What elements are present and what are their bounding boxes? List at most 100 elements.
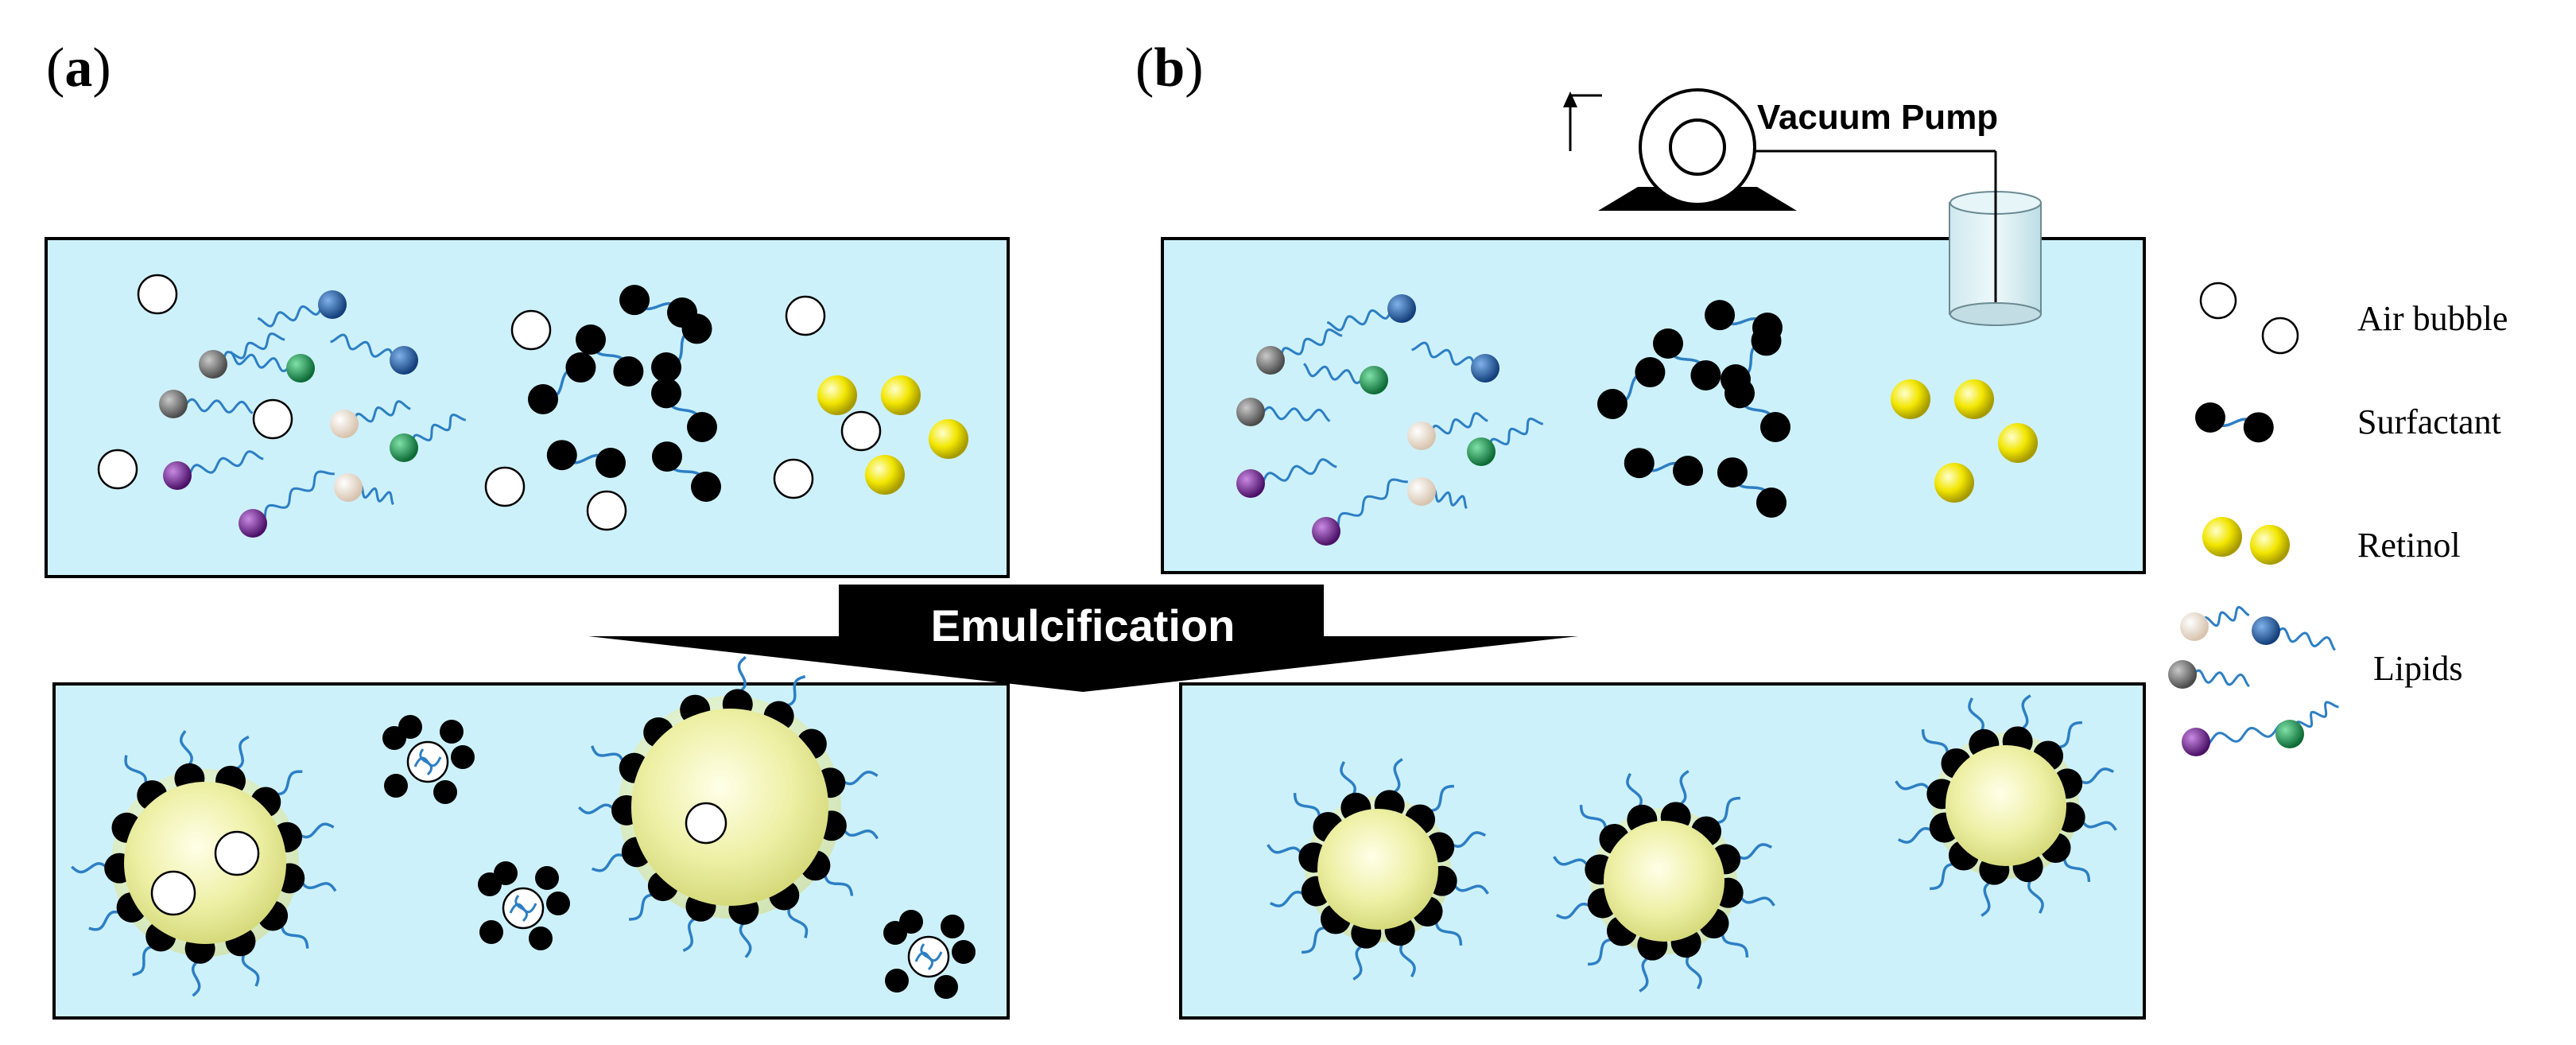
empty-micelle — [478, 861, 570, 950]
surfactant-head — [528, 384, 558, 414]
surfactant-tail — [1587, 938, 1616, 966]
air-bubble — [2261, 317, 2299, 355]
surfactant-tail — [1399, 940, 1416, 978]
panel-label-a: (a) — [46, 37, 111, 99]
surfactant-tail — [1352, 942, 1365, 981]
surfactant-tail — [2027, 876, 2044, 915]
surfactant-tail — [280, 922, 309, 949]
surfactant-head — [529, 927, 553, 950]
surfactant-tail — [1713, 796, 1741, 825]
retinol-core — [1317, 809, 1438, 930]
lipid-head — [1467, 437, 1496, 466]
surfactant-tail — [274, 770, 303, 796]
air-bubble — [150, 870, 196, 916]
surfactant-tail — [1267, 844, 1305, 857]
surfactant-head — [596, 448, 626, 478]
lipid-head — [1312, 517, 1340, 546]
lipid-molecule — [1407, 477, 1468, 510]
surfactant-head — [1690, 359, 1721, 390]
air-bubble — [252, 398, 293, 440]
surfactant-head — [1653, 328, 1683, 359]
surfactant-tail — [2077, 767, 2115, 784]
lipid-head — [159, 390, 188, 418]
retinol-core — [124, 782, 286, 944]
surfactant-tail — [1449, 831, 1487, 848]
lipid-head — [1407, 477, 1436, 506]
surfactant-tail — [2079, 818, 2117, 831]
air-bubble — [137, 274, 178, 315]
nanoemulsion-droplet — [578, 655, 879, 958]
surfactant-tail — [1553, 856, 1591, 868]
surfactant-head — [576, 324, 606, 355]
lipid-head — [286, 354, 315, 383]
droplet-tails — [71, 730, 337, 997]
panel-label-b: (b) — [1135, 37, 1204, 99]
lipid-head — [1407, 421, 1436, 450]
lipid-molecule — [2168, 660, 2250, 689]
air-bubble — [484, 466, 526, 507]
lipid-molecule — [2275, 701, 2339, 748]
surfactant-tail — [840, 771, 879, 786]
surfactant-head — [1597, 389, 1627, 419]
surfactant-molecule — [650, 378, 717, 442]
lipid-head — [2180, 612, 2209, 641]
legend-lipids-label: Lipids — [2373, 649, 2462, 688]
lipid-tail — [1325, 478, 1408, 534]
lipid-molecule — [2252, 616, 2337, 651]
surfactant-head — [384, 774, 408, 798]
lipid-molecule — [1303, 363, 1388, 394]
surfactant-tail — [787, 904, 809, 938]
surfactant-tail — [578, 803, 617, 814]
surfactant-tail — [1895, 780, 1933, 793]
surfactant-tail — [737, 655, 747, 694]
lipid-head — [163, 461, 192, 490]
surfactant-tail — [1721, 930, 1749, 958]
lipid-molecule — [1326, 294, 1416, 332]
surfactant-head — [440, 720, 464, 744]
surfactant-tail — [1921, 728, 1949, 757]
pump-rotor — [1669, 118, 1726, 176]
panel-a-letter: a — [64, 37, 92, 99]
surfactant-head — [1756, 488, 1787, 518]
retinol-core — [1946, 745, 2066, 866]
surfactant-head — [546, 440, 577, 471]
air-bubble — [97, 449, 138, 490]
lipid-molecule — [159, 390, 254, 418]
droplet-tails — [1267, 758, 1489, 981]
exhaust-arrow-icon — [1563, 91, 1577, 107]
surfactant-head — [433, 780, 457, 804]
droplet-tails — [1895, 694, 2117, 917]
legend-retinol-label: Retinol — [2357, 526, 2461, 565]
surfactant-tail — [682, 915, 699, 953]
retinol-molecule — [881, 375, 921, 415]
droplet-tails — [1553, 770, 1775, 993]
air-bubble — [685, 802, 727, 845]
retinol-molecule — [1998, 423, 2038, 463]
surfactant-head — [535, 866, 559, 890]
air-bubble — [214, 830, 260, 876]
lipid-molecule — [239, 470, 335, 538]
surfactant-head — [1635, 357, 1666, 388]
retinol-molecule — [1934, 463, 1974, 503]
retinol-core — [1604, 821, 1724, 942]
surfactant-tail — [1677, 770, 1690, 808]
box-a-before — [45, 237, 1010, 578]
emulsification-label: Emulcification — [931, 600, 1236, 651]
empty-micelle — [883, 910, 976, 999]
lipid-head — [199, 350, 227, 379]
surfactant-tail — [1555, 903, 1593, 919]
lipid-head — [2168, 660, 2197, 689]
surfactant-head — [1705, 300, 1736, 331]
retinol-molecule — [2250, 525, 2290, 565]
lipid-molecule — [1411, 341, 1499, 383]
surfactant-tail — [1686, 952, 1702, 990]
surfactant-tail — [1968, 697, 1984, 735]
surfactant-head — [1673, 456, 1703, 486]
surfactant-tail — [1293, 792, 1321, 821]
surfactant-tail — [920, 943, 933, 971]
surfactant-tail — [241, 950, 260, 987]
retinol-molecule — [929, 419, 968, 459]
surfactant-molecule — [546, 440, 626, 478]
surfactant-tail — [841, 826, 879, 840]
surfactant-molecule — [651, 441, 721, 502]
